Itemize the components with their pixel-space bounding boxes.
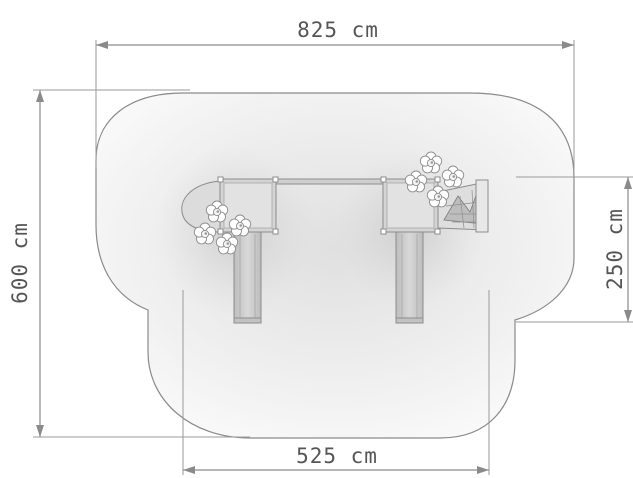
total-depth-label: 600 cm [8, 222, 32, 304]
total-width-label: 825 cm [297, 18, 379, 42]
dimension-total-width: 825 cm [95, 18, 575, 170]
climbing-net-icon [437, 179, 489, 233]
connecting-bridge [275, 178, 384, 185]
partial-width-label: 525 cm [296, 444, 378, 468]
dimension-total-depth: 600 cm [8, 89, 250, 438]
left-slide [233, 231, 262, 324]
dimension-side-depth: 250 cm [516, 176, 633, 323]
right-slide [395, 231, 424, 324]
side-depth-label: 250 cm [603, 208, 627, 290]
dimension-partial-width: 525 cm [182, 290, 490, 475]
